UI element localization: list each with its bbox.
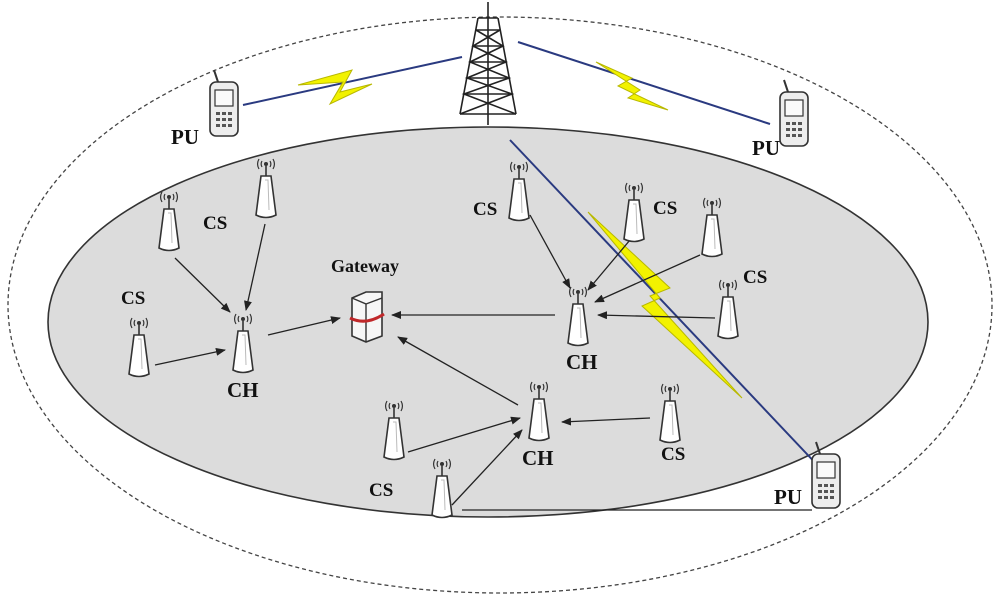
cs-label: CS — [203, 213, 227, 234]
cs-label: CS — [121, 288, 145, 309]
radio-link-pu-bottom — [509, 139, 823, 471]
gateway-label: Gateway — [331, 256, 399, 276]
arrow-cs-to-ch — [174, 257, 231, 313]
arrow-cs-to-ch — [597, 311, 716, 320]
lightning-bolt-bottom-icon — [587, 211, 743, 399]
arrow-cs-to-ch — [587, 239, 631, 291]
cognitive-sensor-icon — [255, 158, 277, 219]
cognitive-sensor-icon — [701, 197, 723, 258]
radio-link-pu-left — [242, 56, 463, 106]
cs-label: CS — [661, 444, 685, 465]
radio-link-pu-right — [517, 41, 771, 125]
cognitive-sensor-icon — [659, 383, 681, 444]
cognitive-sensor-icon — [158, 191, 180, 252]
arrow-ch-to-gateway — [267, 316, 341, 336]
pu-label: PU — [171, 125, 199, 149]
arrow-ch-to-gateway — [397, 336, 519, 406]
arrow-cs-to-ch — [244, 223, 266, 311]
lightning-bolt-right-icon — [595, 61, 669, 111]
cs-label: CS — [653, 198, 677, 219]
arrow-cs-to-ch — [529, 214, 571, 289]
primary-user-phone-icon — [779, 79, 809, 147]
arrows — [154, 214, 716, 506]
lightning-bolt-left-icon — [297, 69, 373, 106]
pu-label: PU — [752, 136, 780, 160]
cognitive-sensor-icon — [431, 458, 453, 519]
cognitive-sensor-icon — [623, 182, 645, 243]
cluster-head-sensor-icon — [528, 381, 550, 442]
pu-label: PU — [774, 485, 802, 509]
ch-label: CH — [227, 378, 259, 402]
cs-label: CS — [369, 480, 393, 501]
arrow-cs-to-ch — [594, 254, 701, 303]
arrow-cs-to-ch — [451, 429, 523, 506]
cognitive-sensor-icon — [508, 161, 530, 222]
ch-label: CH — [522, 446, 554, 470]
cognitive-sensor-icon — [717, 279, 739, 340]
cognitive-sensor-icon — [383, 400, 405, 461]
arrow-cs-to-ch — [154, 347, 226, 366]
cluster-head-sensor-icon — [567, 286, 589, 347]
secondary-network-area — [47, 126, 929, 518]
coverage-boundary — [7, 16, 993, 594]
cluster-head-sensor-icon — [232, 313, 254, 374]
gateway-server-icon — [349, 291, 385, 343]
arrow-cs-to-ch — [407, 416, 521, 453]
base-station-tower-icon — [459, 2, 517, 125]
labels: Gateway PU PU PU CH CH CH CS CS CS CS CS… — [121, 125, 802, 509]
cognitive-sensor-icon — [128, 317, 150, 378]
radio-links — [242, 41, 823, 471]
ch-label: CH — [566, 350, 598, 374]
arrow-cs-to-ch — [561, 417, 651, 426]
cs-label: CS — [473, 199, 497, 220]
primary-user-phone-icon — [209, 69, 239, 137]
cs-label: CS — [743, 267, 767, 288]
